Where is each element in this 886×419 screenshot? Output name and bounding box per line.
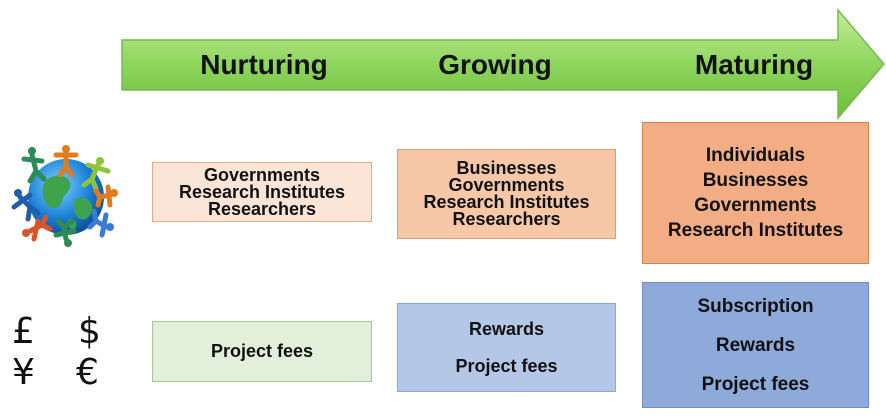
- audience-item: Businesses: [456, 158, 557, 178]
- audience-item: Research Institutes: [178, 181, 346, 202]
- stage-label-maturing: Maturing: [694, 49, 814, 80]
- payment-box-growing: Rewards Project fees: [397, 303, 616, 392]
- payment-box-maturing: Subscription Rewards Project fees: [642, 282, 869, 408]
- payment-item: Project fees: [455, 355, 558, 376]
- audience-item: Researchers: [452, 209, 561, 229]
- audience-item: Governments: [694, 195, 817, 216]
- audience-item: Research Institutes: [667, 220, 844, 241]
- payment-item: Rewards: [468, 318, 545, 339]
- progression-arrow: [121, 7, 885, 120]
- audience-item: Governments: [203, 164, 321, 185]
- payment-box-nurturing: Project fees: [152, 321, 372, 382]
- audience-item: Researchers: [207, 198, 317, 219]
- payment-item: Subscription: [697, 295, 814, 317]
- payment-item: Project fees: [701, 373, 810, 395]
- audience-item: Governments: [448, 175, 565, 195]
- pound-icon: £: [12, 311, 35, 352]
- stage-label-nurturing: Nurturing: [200, 49, 328, 80]
- audience-box-nurturing: Governments Research Institutes Research…: [152, 162, 372, 222]
- audience-item: Businesses: [702, 170, 809, 191]
- stage-label-growing: Growing: [438, 49, 552, 80]
- audience-box-growing: Businesses Governments Research Institut…: [397, 149, 616, 239]
- audience-box-maturing: Individuals Businesses Governments Resea…: [642, 122, 869, 264]
- yen-icon: ¥: [12, 352, 35, 393]
- globe-people-icon: [11, 145, 118, 247]
- audience-item: Individuals: [705, 145, 806, 166]
- payment-item: Project fees: [210, 341, 314, 361]
- audience-item: Research Institutes: [423, 192, 590, 212]
- dollar-icon: $: [78, 311, 101, 352]
- euro-icon: €: [76, 352, 99, 393]
- payment-item: Rewards: [715, 334, 796, 356]
